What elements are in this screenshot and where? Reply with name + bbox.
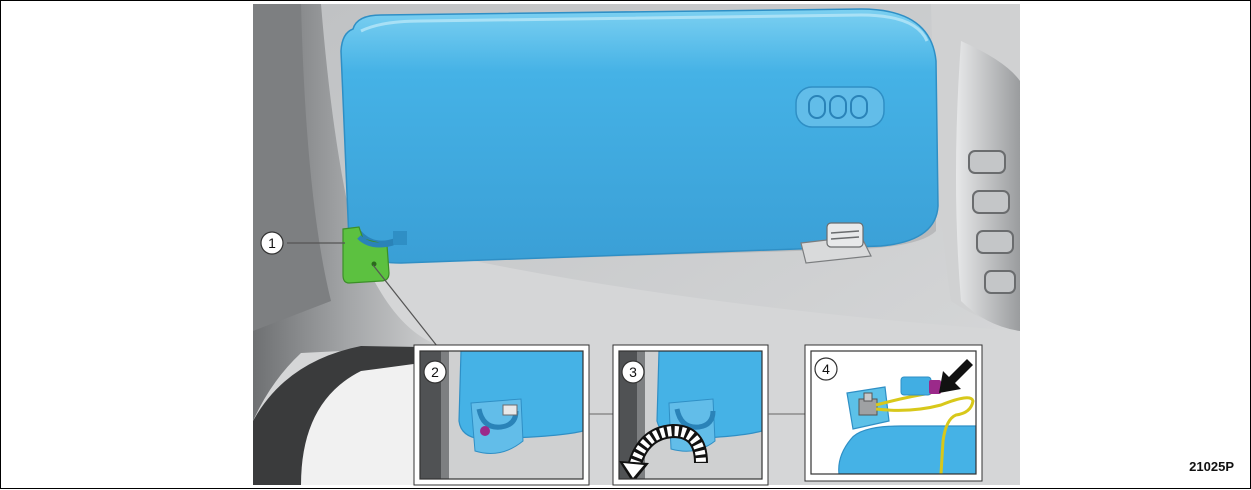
svg-text:4: 4 — [822, 361, 830, 377]
screw-icon — [480, 426, 490, 436]
figure-code: 21025P — [1189, 459, 1234, 474]
svg-text:1: 1 — [268, 235, 276, 251]
svg-text:2: 2 — [431, 364, 439, 380]
callout-2: 2 — [424, 361, 446, 383]
vanity-light-cover — [796, 87, 884, 127]
callout-4: 4 — [815, 358, 837, 380]
callout-3: 3 — [622, 361, 644, 383]
svg-text:3: 3 — [629, 364, 637, 380]
callout-1: 1 — [261, 232, 283, 254]
